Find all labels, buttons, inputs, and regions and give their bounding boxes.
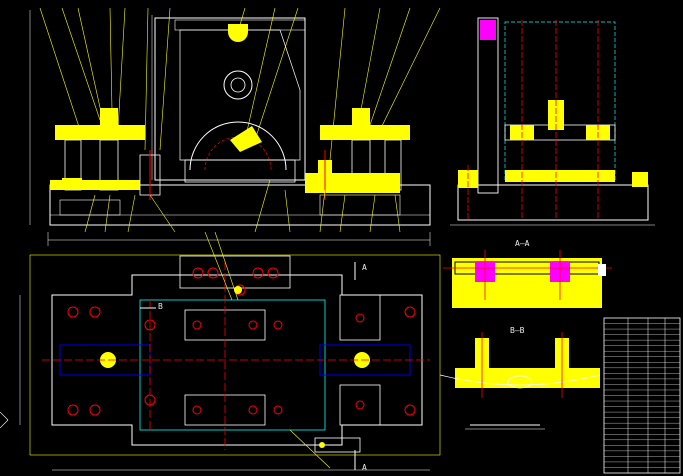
- plan-right-block-lower: [339, 384, 381, 426]
- plan-centerlines: [42, 262, 430, 450]
- section-a-a-body: [452, 258, 602, 308]
- section-b-b-lug: [507, 375, 533, 389]
- title-block: [603, 317, 681, 474]
- plan-view: A A B: [19, 231, 441, 472]
- right-clamp-plate: [320, 125, 410, 140]
- support-bar: [184, 159, 296, 183]
- side-top-marker: [480, 20, 496, 40]
- front-view: [29, 7, 441, 246]
- left-clamp-nut: [100, 108, 118, 128]
- section-b-b-curve: [439, 374, 601, 386]
- side-right-foot: [632, 172, 648, 187]
- side-upright: [477, 17, 499, 194]
- plan-leader-lines: [204, 231, 331, 469]
- section-b-b: B–B: [439, 326, 601, 430]
- right-clamp-nut: [352, 108, 370, 128]
- plan-bottom-clamp: [314, 437, 361, 453]
- section-a-a-label: A–A: [515, 239, 530, 248]
- frame-corner-mark: [0, 411, 9, 421]
- plan-workpiece-cyan: [139, 299, 326, 431]
- cut-marker-a-bottom: A: [362, 463, 367, 472]
- index-wheel-hub: [230, 77, 246, 93]
- section-a-a-tab: [598, 264, 606, 276]
- side-centerlines: [467, 20, 599, 220]
- cut-marker-a-top: A: [362, 263, 367, 272]
- section-a-a: A–A: [443, 239, 612, 308]
- plan-outline-yellow: [29, 254, 441, 456]
- plan-right-block-upper: [339, 294, 381, 341]
- top-clamp-pad: [228, 24, 248, 42]
- side-workpiece-outline: [504, 21, 616, 181]
- left-base-yellow: [50, 180, 140, 190]
- side-view: [450, 17, 655, 226]
- v-block-yellow: [230, 126, 262, 152]
- base-plate: [49, 184, 431, 226]
- section-b-b-label: B–B: [510, 326, 525, 335]
- base-pocket: [59, 199, 121, 216]
- side-center-nut: [548, 100, 564, 130]
- cut-marker-b: B: [158, 302, 163, 311]
- side-base: [457, 184, 649, 221]
- leader-lines-bottom: [84, 179, 401, 233]
- base-pocket: [319, 194, 401, 216]
- leader-lines-top: [39, 7, 441, 161]
- upright-block: [154, 17, 306, 181]
- index-wheel: [223, 70, 253, 100]
- plan-base-outline: [51, 274, 423, 446]
- workpiece-arc: [189, 121, 287, 171]
- frame-corner-mark: [0, 419, 9, 429]
- side-base-yellow: [505, 170, 615, 182]
- left-clamp-plate: [55, 125, 145, 140]
